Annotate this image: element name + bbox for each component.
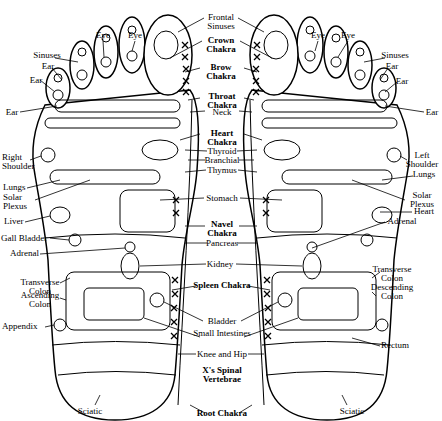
- part-label: Thymus: [197, 166, 247, 175]
- part-label: Eye: [333, 31, 363, 40]
- part-label: Eye: [303, 31, 333, 40]
- left-foot: [244, 15, 409, 420]
- part-label: Appendix: [2, 322, 52, 331]
- part-label: X's Spinal Vertebrae: [195, 366, 250, 384]
- part-label: Pancreas: [197, 239, 247, 248]
- part-label: Sinuses: [27, 51, 67, 60]
- leader-lines: [20, 18, 424, 413]
- part-label: Transverse Colon: [370, 265, 415, 283]
- part-label: Ear: [33, 62, 63, 71]
- part-label: Bladder: [197, 317, 247, 326]
- part-label: Left Shoulder: [402, 151, 442, 169]
- part-label: Kidney: [195, 260, 245, 269]
- part-label: Eye: [120, 31, 150, 40]
- part-label: Rectum: [375, 341, 415, 350]
- part-label: Stomach: [197, 194, 247, 203]
- right-foot: [33, 15, 198, 420]
- part-label: Ear: [21, 76, 51, 85]
- part-label: Liver: [4, 217, 44, 226]
- part-label: Frontal Sinuses: [201, 13, 241, 31]
- part-label: Ear: [377, 62, 407, 71]
- part-label: Navel Chakra: [202, 220, 242, 238]
- part-label: Sinuses: [375, 51, 415, 60]
- part-label: Gall Bladder: [1, 234, 61, 243]
- part-label: Ear: [387, 77, 417, 86]
- part-label: Sciatic: [70, 407, 110, 416]
- part-label: Solar Plexus: [3, 193, 37, 211]
- part-label: Lungs: [407, 170, 441, 179]
- part-label: Ear: [0, 108, 24, 117]
- part-label: Heart Chakra: [202, 129, 242, 147]
- part-label: Knee and Hip: [177, 350, 267, 359]
- part-label: Brow Chakra: [201, 63, 241, 81]
- part-label: Root Chakra: [182, 409, 262, 418]
- part-label: Spleen Chakra: [182, 281, 262, 290]
- part-label: Heart: [407, 207, 441, 216]
- part-label: Descending Colon: [367, 283, 417, 301]
- part-label: Neck: [202, 108, 242, 117]
- part-label: Sciatic: [332, 407, 372, 416]
- part-label: Right Shoulder: [2, 153, 42, 171]
- part-label: Thyroid: [197, 147, 247, 156]
- part-label: Crown Chakra: [201, 36, 241, 54]
- part-label: Branchial: [197, 156, 247, 165]
- part-label: Adrenal: [382, 217, 422, 226]
- part-label: Lungs: [3, 183, 43, 192]
- part-label: Small Intestines: [177, 329, 267, 338]
- part-label: Adrenal: [10, 249, 50, 258]
- part-label: Eye: [88, 31, 118, 40]
- part-label: Ascending Colon: [18, 291, 63, 309]
- part-label: Ear: [422, 108, 442, 117]
